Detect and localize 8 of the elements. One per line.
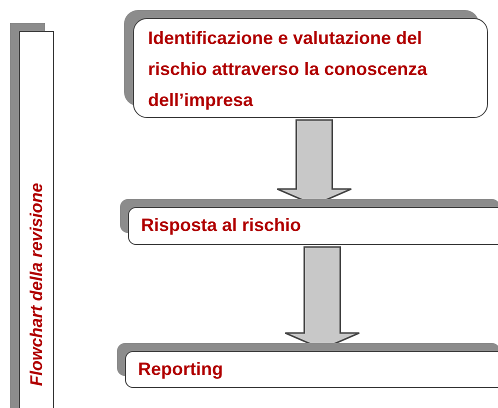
process-box	[128, 207, 498, 245]
step-label: Identificazione e valutazione del rischio attraverso la conoscenza dell’impresa	[147, 27, 428, 112]
process-box	[133, 18, 488, 118]
process-box	[125, 351, 498, 388]
side-band	[19, 31, 54, 408]
vertical-title: Flowchart della revisione	[26, 182, 46, 386]
step-label: Risposta al rischio	[140, 214, 302, 237]
step-label: Reporting	[137, 358, 224, 381]
